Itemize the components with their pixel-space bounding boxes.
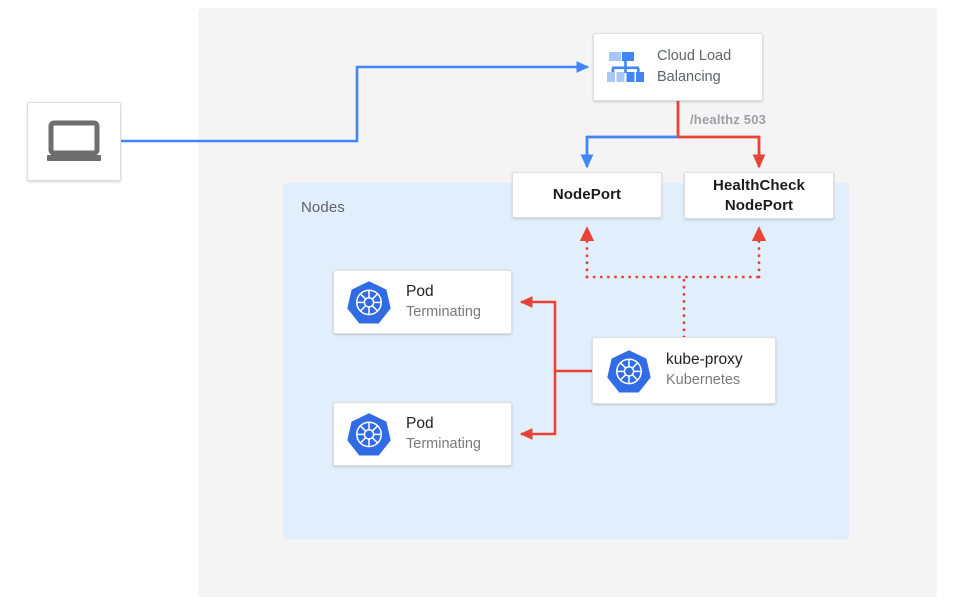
- pod-card-1: Pod Terminating: [333, 270, 512, 334]
- healthcheck-nodeport-card: HealthCheck NodePort: [684, 172, 834, 219]
- kube-proxy-subtitle: Kubernetes: [666, 372, 741, 389]
- laptop-icon: [47, 120, 101, 161]
- cloud-load-balancing-card: Cloud Load Balancing: [593, 33, 763, 101]
- healthcheck-nodeport-label: HealthCheck NodePort: [713, 176, 805, 214]
- nodes-panel-label: Nodes: [301, 199, 345, 216]
- pod-status-1: Terminating: [406, 303, 481, 320]
- kube-proxy-card: kube-proxy Kubernetes: [592, 337, 776, 404]
- kubernetes-icon: [607, 349, 651, 392]
- pod-card-2: Pod Terminating: [333, 402, 512, 466]
- pod-text-1: Pod Terminating: [406, 283, 481, 322]
- nodeport-label: NodePort: [552, 186, 622, 204]
- kube-proxy-text: kube-proxy Kubernetes: [666, 351, 743, 390]
- healthcheck-nodeport-line2: NodePort: [724, 196, 794, 214]
- cloud-load-balancing-label: Cloud Load Balancing: [657, 46, 731, 88]
- client-laptop-card: [27, 102, 121, 181]
- kubernetes-icon: [347, 281, 391, 324]
- pod-status-2: Terminating: [406, 435, 481, 452]
- healthz-edge-label: /healthz 503: [690, 112, 767, 127]
- nodeport-card: NodePort: [512, 172, 662, 218]
- cloud-load-balancing-icon: [607, 52, 644, 82]
- pod-title-2: Pod: [406, 414, 434, 432]
- kubernetes-icon: [347, 413, 391, 456]
- cloud-load-balancing-line2: Balancing: [657, 69, 721, 85]
- healthcheck-nodeport-line1: HealthCheck: [713, 177, 805, 195]
- kube-proxy-title: kube-proxy: [666, 351, 743, 369]
- pod-title-1: Pod: [406, 282, 434, 300]
- pod-text-2: Pod Terminating: [406, 415, 481, 454]
- cloud-load-balancing-line1: Cloud Load: [657, 47, 732, 64]
